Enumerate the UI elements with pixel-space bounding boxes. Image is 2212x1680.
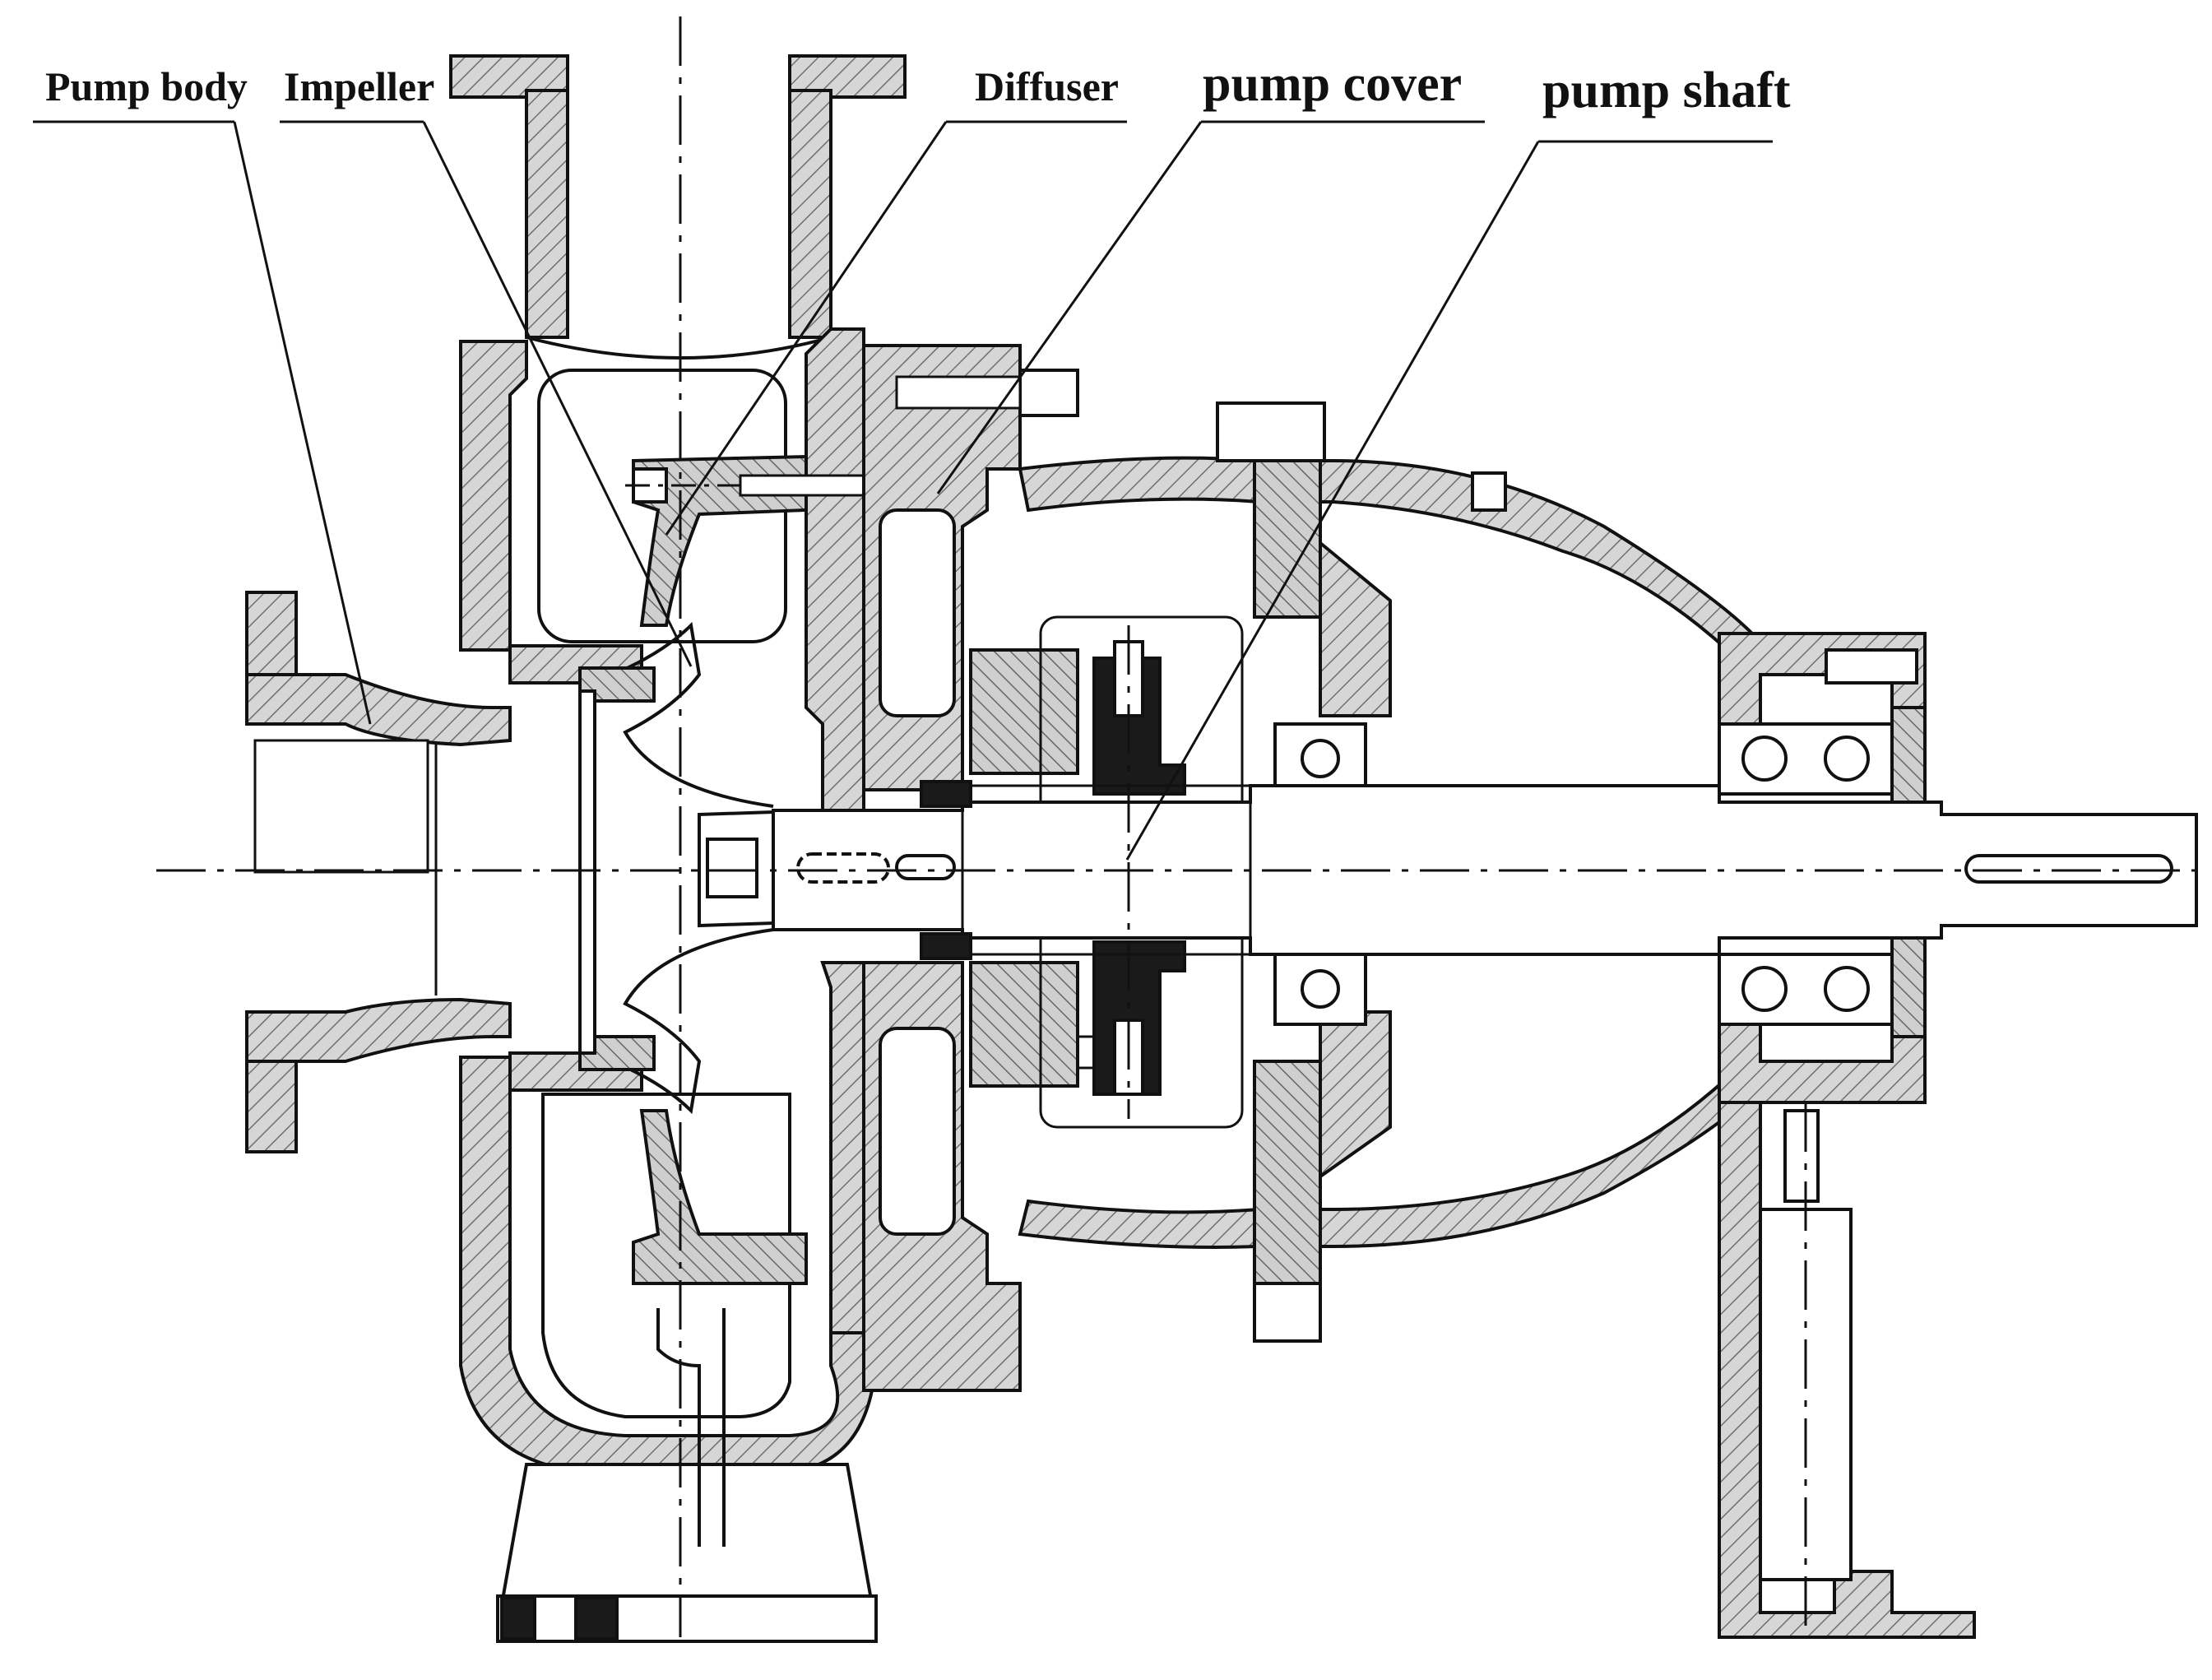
shaft-collar-black-top (920, 780, 972, 808)
pump-cover-leader (936, 121, 1203, 494)
shaft-collar-black-bottom (920, 932, 972, 960)
seal-gland-top (969, 648, 1079, 775)
front-bearing-ball-bottom (1301, 969, 1340, 1009)
diffuser-upper-vane (632, 454, 808, 627)
volute-foot-black-1 (500, 1596, 536, 1641)
shaft-keyway-rear (1964, 854, 2173, 884)
volute-top-curve (526, 336, 832, 360)
bracket-seal-housing-top (1319, 539, 1392, 717)
cover-bolt-top-shank (895, 375, 1022, 410)
bearing-bracket (1018, 401, 1755, 1343)
rear-bearing-housing (1718, 632, 1976, 1639)
suction-pipe-top-wall (245, 673, 512, 747)
suction-inlet (245, 591, 512, 1153)
diffuser (625, 454, 888, 1285)
centerlines (156, 16, 2205, 1637)
leader-lines (33, 120, 1773, 861)
labels: Pump body Impeller Diffuser pump cover p… (45, 56, 1791, 118)
pump-cover-upper-void (879, 508, 956, 717)
pump-body-leader (233, 121, 372, 725)
label-diffuser: Diffuser (975, 63, 1119, 109)
mechanical-seal (969, 615, 1244, 1129)
front-bearing-ball-top (1301, 739, 1340, 778)
diffuser-lower-vane (632, 1109, 808, 1285)
bracket-seal-housing-bottom (1319, 1010, 1392, 1180)
cover-bolt-top-head (1018, 369, 1079, 417)
support-foot-bolt (1783, 1109, 1820, 1203)
seal-gland-bottom (969, 961, 1079, 1088)
volute-right-wall-lower (820, 961, 865, 1334)
vent-plug (1471, 471, 1507, 512)
volute-drain (656, 1308, 701, 1547)
volute-right-wall (805, 327, 865, 833)
impeller-lower-shroud (591, 928, 774, 1115)
impeller-leader (422, 121, 693, 667)
rear-bearing-ball-top-2 (1824, 736, 1870, 782)
impeller-upper-shroud (591, 621, 774, 808)
label-pump-shaft: pump shaft (1542, 63, 1791, 118)
rear-bearing-ball-bottom-1 (1741, 966, 1788, 1012)
volute-support-foot (496, 1308, 878, 1643)
rear-bearing-ball-top-1 (1741, 736, 1788, 782)
suction-bore (253, 739, 429, 874)
diffuser-bolt-shank (739, 474, 874, 497)
volute-foot-body (499, 1463, 874, 1606)
label-pump-body: Pump body (45, 63, 248, 109)
bracket-mid-flange-bottom-foot (1253, 1282, 1322, 1343)
volute-foot-black-2 (574, 1596, 619, 1641)
pump-body-casing (449, 54, 907, 1474)
impeller (578, 621, 824, 1115)
volute-left-wall (459, 340, 528, 652)
impeller-eye-plate (578, 689, 596, 1055)
rear-bearing-ball-bottom-2 (1824, 966, 1870, 1012)
volute-foot-base (496, 1594, 878, 1643)
suction-pipe-bottom-wall (245, 997, 512, 1063)
shaft-keyway-front (796, 852, 890, 884)
label-pump-cover: pump cover (1203, 56, 1462, 112)
rear-end-bolt-top (1825, 648, 1918, 685)
bracket-mid-flange-top-head (1216, 401, 1326, 462)
pump-cover-lower-void (879, 1027, 956, 1236)
discharge-neck-right-wall (788, 89, 832, 339)
shaft-keyway-mid (895, 854, 956, 880)
discharge-neck-left-wall (525, 89, 569, 339)
bearings (1273, 722, 1894, 1026)
label-impeller: Impeller (284, 63, 434, 109)
impeller-nut (706, 838, 758, 898)
pump-shaft-leader (1125, 141, 1540, 861)
diffuser-leader (665, 121, 948, 536)
discharge-flange-left (449, 54, 569, 99)
